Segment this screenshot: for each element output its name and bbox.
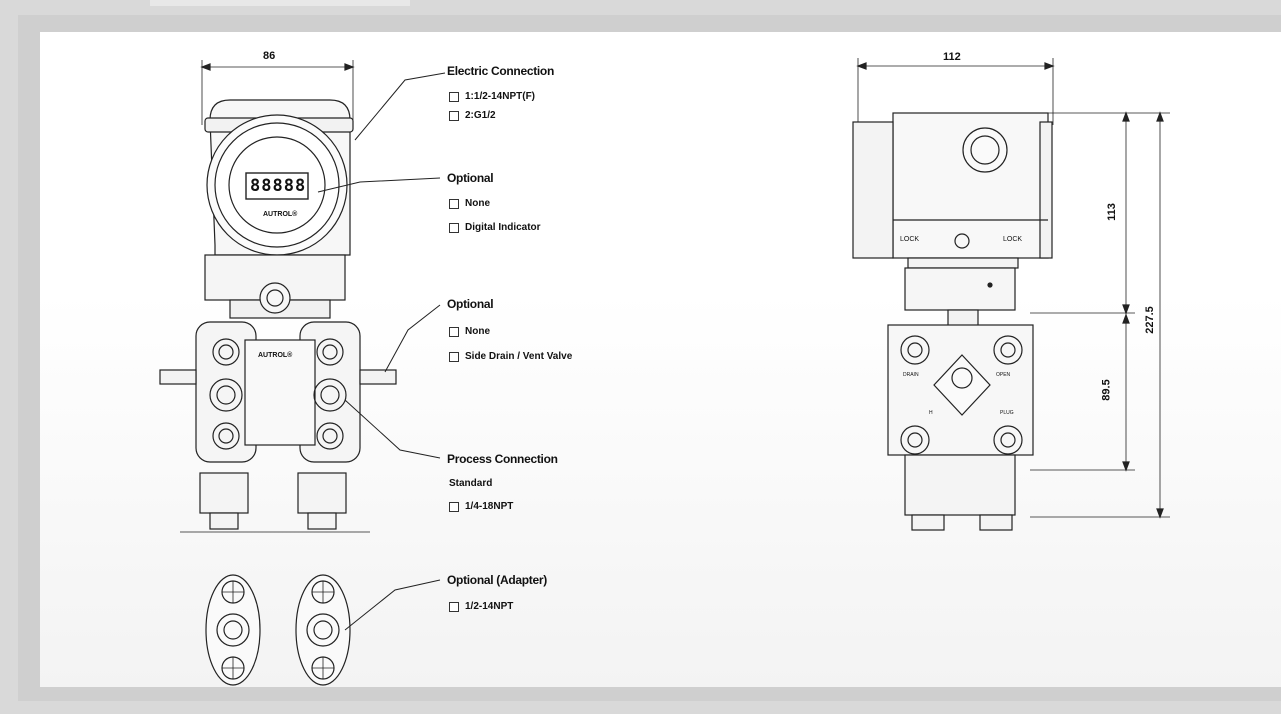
- checkbox[interactable]: [449, 222, 459, 233]
- side-neck: [904, 267, 1016, 311]
- top-strip: [150, 0, 410, 6]
- side-view: [852, 58, 1170, 531]
- option-vent-side-drain[interactable]: Side Drain / Vent Valve: [449, 351, 572, 362]
- checkbox[interactable]: [449, 110, 459, 121]
- side-bolt: [993, 425, 1023, 455]
- checkbox[interactable]: [449, 351, 459, 362]
- dim-label-112: 112: [943, 51, 961, 63]
- port-label: H: [929, 410, 933, 416]
- nut-left: [209, 512, 239, 530]
- leader-process: [344, 399, 441, 459]
- option-electric-2[interactable]: 2:G1/2: [449, 110, 496, 121]
- side-rear: [1039, 121, 1053, 259]
- side-neck-top: [907, 257, 1019, 269]
- option-process-npt[interactable]: 1/4-18NPT: [449, 501, 513, 512]
- dim-label-227-5: 227.5: [1143, 306, 1156, 334]
- dim-label-89-5: 89.5: [1100, 379, 1113, 401]
- callout-process-subheading: Standard: [449, 478, 493, 489]
- bolt: [212, 338, 240, 366]
- conduit-entry-inner: [970, 135, 1000, 165]
- side-center-hex: [933, 354, 991, 416]
- checkbox[interactable]: [449, 326, 459, 337]
- callout-process-heading: Process Connection: [447, 452, 558, 466]
- checkbox[interactable]: [449, 501, 459, 512]
- lock-label-right: LOCK: [1003, 236, 1023, 243]
- brand-logo-cover: AUTROL®: [263, 211, 298, 218]
- nut-right: [307, 512, 337, 530]
- option-vent-none[interactable]: None: [449, 326, 490, 337]
- side-bolt: [900, 425, 930, 455]
- dim-label-86: 86: [263, 50, 276, 62]
- port-label: PLUG: [1000, 410, 1014, 416]
- option-electric-1[interactable]: 1:1/2-14NPT(F): [449, 91, 535, 102]
- vent-valve-right: [359, 369, 397, 385]
- option-indicator-digital[interactable]: Digital Indicator: [449, 222, 541, 233]
- ground-screw-inner: [266, 289, 284, 307]
- side-lower-body: [904, 454, 1016, 516]
- leader-electric: [354, 72, 446, 141]
- arrow-head: [200, 63, 211, 71]
- lock-screw: [954, 233, 970, 249]
- checkbox[interactable]: [449, 198, 459, 209]
- port-inner: [320, 385, 340, 405]
- checkbox[interactable]: [449, 601, 459, 612]
- port-label: DRAIN: [903, 372, 919, 378]
- callout-adapter-heading: Optional (Adapter): [447, 573, 547, 587]
- leader-adapter: [344, 579, 441, 631]
- leader-lines: [317, 72, 446, 631]
- leader-indicator: [317, 177, 441, 193]
- adapter-right: [295, 574, 351, 686]
- bolt-inner: [322, 344, 338, 360]
- bolt-inner: [322, 428, 338, 444]
- callout-indicator-heading: Optional: [447, 171, 494, 185]
- vent-valve-left: [159, 369, 197, 385]
- ground-screw: [259, 282, 291, 314]
- port: [209, 378, 243, 412]
- bolt: [212, 422, 240, 450]
- option-indicator-none[interactable]: None: [449, 198, 490, 209]
- dim-label-113: 113: [1105, 203, 1118, 221]
- adapter-left: [205, 574, 261, 686]
- option-adapter-npt[interactable]: 1/2-14NPT: [449, 601, 513, 612]
- leader-vent: [384, 304, 441, 373]
- callout-vent-heading: Optional: [447, 297, 494, 311]
- adapters: [205, 574, 351, 686]
- port-inner: [216, 385, 236, 405]
- lcd-display: [245, 172, 309, 200]
- bolt-inner: [218, 428, 234, 444]
- arrow-head: [344, 63, 355, 71]
- side-bolt: [900, 335, 930, 365]
- capsule-body: [244, 339, 316, 446]
- port-label: OPEN: [996, 372, 1011, 378]
- lock-label-left: LOCK: [900, 236, 920, 243]
- side-center-plug: [951, 367, 973, 389]
- lcd-digits: 88888: [250, 176, 307, 196]
- fitting-right: [297, 472, 347, 514]
- callout-electric-heading: Electric Connection: [447, 64, 554, 78]
- side-bolt: [993, 335, 1023, 365]
- adapter-port: [216, 613, 250, 647]
- bolt: [316, 338, 344, 366]
- conduit-entry: [962, 127, 1008, 173]
- fitting-left: [199, 472, 249, 514]
- brand-logo-body: AUTROL®: [258, 352, 293, 359]
- cover-inner: [228, 136, 326, 234]
- front-view: [159, 60, 397, 533]
- port: [313, 378, 347, 412]
- adapter-port: [306, 613, 340, 647]
- adapter-port-inner: [313, 620, 333, 640]
- bolt-inner: [218, 344, 234, 360]
- checkbox[interactable]: [449, 91, 459, 102]
- bolt: [316, 422, 344, 450]
- side-cover: [852, 121, 894, 259]
- adapter-port-inner: [223, 620, 243, 640]
